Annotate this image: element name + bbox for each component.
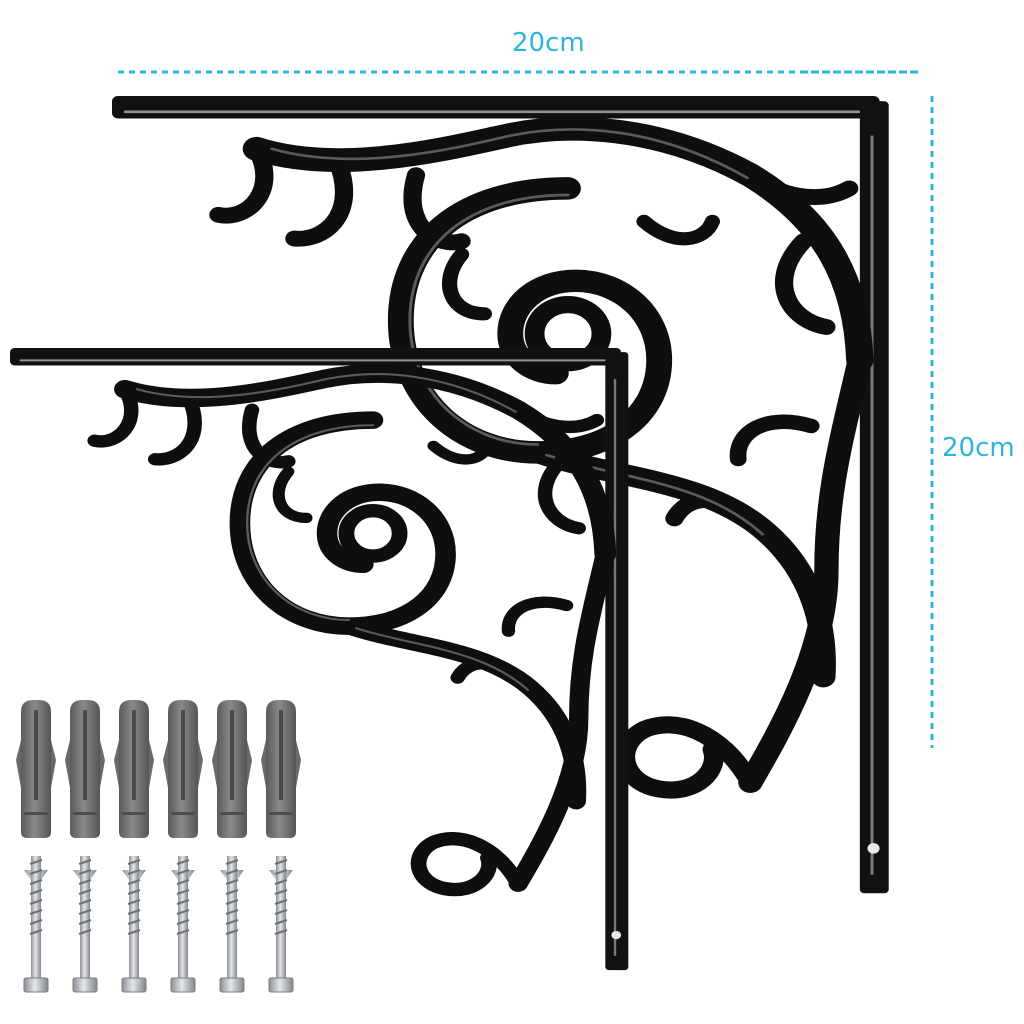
screws bbox=[23, 855, 294, 993]
wall-plug bbox=[212, 700, 252, 838]
screw bbox=[72, 855, 98, 993]
screw bbox=[121, 855, 147, 993]
wall-plug bbox=[65, 700, 105, 838]
wall-plug bbox=[163, 700, 203, 838]
screw bbox=[219, 855, 245, 993]
height-dimension-label: 20cm bbox=[942, 433, 1015, 463]
wall-plug bbox=[16, 700, 56, 838]
width-dimension-label: 20cm bbox=[512, 28, 585, 58]
wall-plug bbox=[114, 700, 154, 838]
wall-plug bbox=[261, 700, 301, 838]
screw bbox=[170, 855, 196, 993]
wall-plugs bbox=[16, 700, 301, 838]
screw bbox=[268, 855, 294, 993]
screw bbox=[23, 855, 49, 993]
